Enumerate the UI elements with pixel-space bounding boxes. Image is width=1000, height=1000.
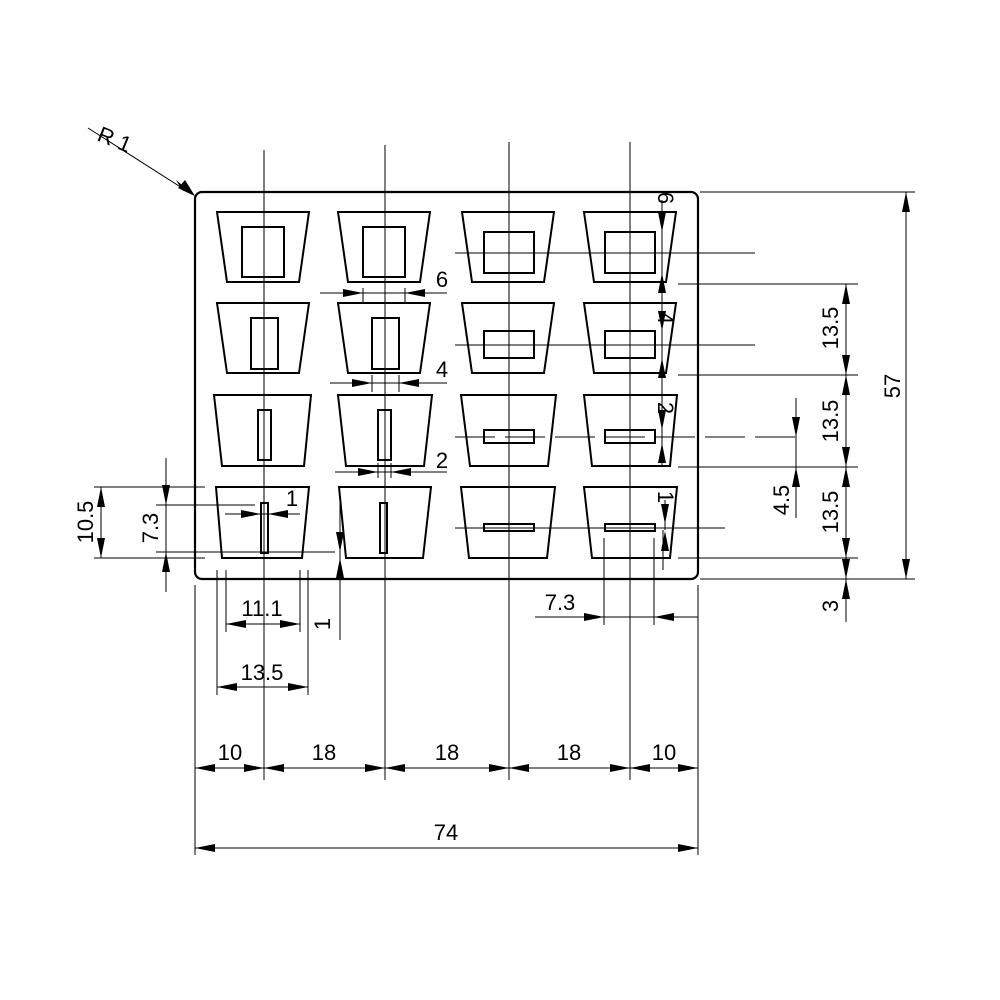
bottom-margin-label: 3	[818, 600, 843, 612]
spacing-label-2: 18	[312, 740, 336, 765]
row-pitch-label-1: 13.5	[818, 307, 843, 350]
slot-height-label-2: 2	[653, 402, 678, 414]
slot-height-label-4: 4	[653, 312, 678, 324]
spacing-label-3: 18	[435, 740, 459, 765]
cell-r1c1	[215, 211, 311, 283]
cell-bottom-width-label: 11.1	[241, 596, 282, 621]
slot-width-label-6: 6	[436, 267, 448, 292]
cell-r3c2	[336, 394, 434, 467]
cell-r1c4	[582, 211, 678, 283]
cell-r4c1	[214, 486, 311, 559]
overall-height-label: 57	[880, 374, 905, 398]
cell-r3c4	[582, 394, 679, 467]
right-slot-width-label: 7.3	[545, 590, 576, 615]
spacing-label-5: 10	[652, 740, 676, 765]
row-pitch-label-3: 13.5	[818, 491, 843, 534]
spacing-label-4: 18	[557, 740, 581, 765]
dimension-labels: R 1 74 10 18 18 18 10 13.5 11.1 7.3 57 1…	[73, 121, 905, 845]
cell-r1c3	[460, 211, 556, 283]
cell-r3c3	[459, 394, 558, 467]
cell-r4c3	[459, 486, 557, 559]
slot-width-label-1: 1	[286, 486, 298, 511]
right-slot-height-label: 4.5	[769, 485, 794, 516]
hole-r1c1	[241, 226, 285, 278]
hole-r1c2	[362, 226, 406, 278]
slot-width-label-2: 2	[436, 448, 448, 473]
hole-r4c2	[379, 502, 388, 554]
cell-r2c1	[215, 302, 311, 374]
offset-label-vertical: 1	[310, 618, 335, 630]
cell-r2c4	[582, 302, 678, 374]
spacing-label-1: 10	[218, 740, 242, 765]
cell-r4c2	[337, 486, 433, 559]
row-pitch-label-2: 13.5	[818, 400, 843, 443]
slot-height-label-1: 1	[653, 491, 678, 503]
slot-height-label-6: 6	[653, 192, 678, 204]
cell-r3c1	[212, 394, 313, 467]
cell-r4c4	[582, 486, 679, 559]
cell-r2c2	[336, 302, 432, 374]
cell-top-width-label: 13.5	[241, 660, 284, 685]
cell-r2c3	[460, 302, 556, 374]
radius-label: R 1	[94, 121, 135, 157]
extension-lines	[94, 191, 915, 855]
cell-r1c2	[336, 211, 432, 283]
plate-outline	[193, 190, 700, 581]
cell-grid	[212, 211, 679, 559]
overall-width-label: 74	[434, 820, 458, 845]
cell-inner-height-label: 7.3	[138, 513, 163, 544]
slot-width-label-4: 4	[436, 357, 448, 382]
arrowheads	[97, 180, 910, 852]
center-lines	[263, 142, 800, 780]
cell-height-label: 10.5	[73, 501, 98, 544]
